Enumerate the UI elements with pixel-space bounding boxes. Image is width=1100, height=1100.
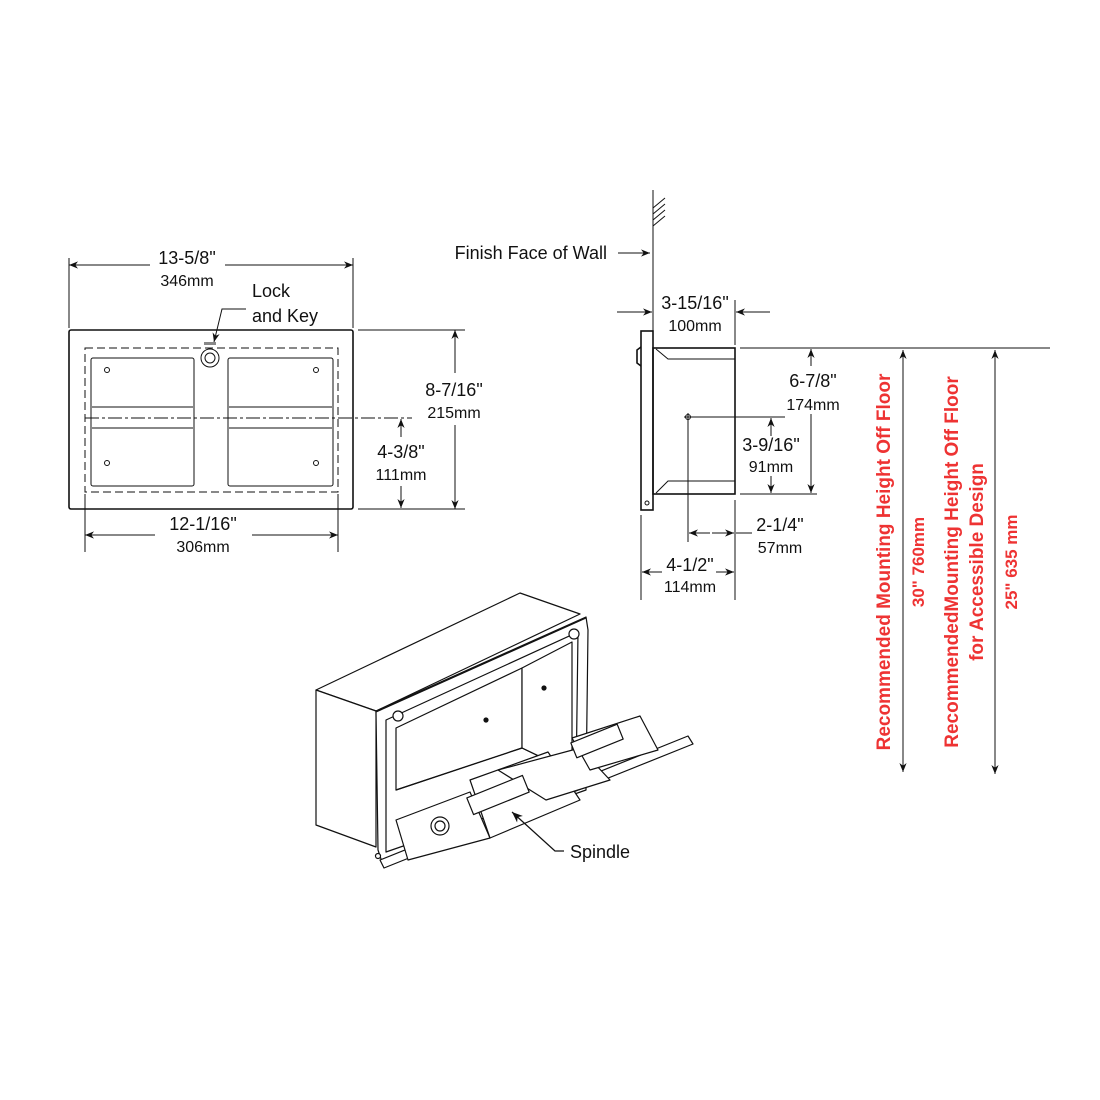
wall-label: Finish Face of Wall [455,243,607,263]
spindle-height-imperial: 3-9/16" [742,435,799,455]
isometric-view [315,592,694,869]
left-roll-door [90,357,195,487]
accessible-height-label: RecommendedMounting Height Off Floor [942,376,963,748]
width-metric: 346mm [160,273,213,290]
spindle-depth-metric: 57mm [758,540,802,557]
overall-depth-metric: 114mm [664,579,716,596]
depth-metric: 100mm [668,318,721,335]
spindle-height-metric: 91mm [749,459,793,476]
accessible-height-value: 25" 635 mm [1002,514,1021,609]
wall-hatch [652,197,666,227]
standard-height-value: 30" 760mm [909,517,928,607]
mounting-heights: Recommended Mounting Height Off Floor 30… [874,350,1021,774]
cabinet-side [652,347,736,495]
spindle-label: Spindle [570,842,630,862]
standard-height-label: Recommended Mounting Height Off Floor [874,373,895,750]
spindle-center-icon [684,413,692,421]
accessible-height-label-2: for Accessible Design [967,463,988,661]
right-roll-door [227,357,334,487]
depth-imperial: 3-15/16" [661,293,728,313]
height-imperial: 8-7/16" [425,380,482,400]
side-view: Finish Face of Wall 3-15/16" 100mm 6-7/8… [455,190,1050,600]
box-height-metric: 174mm [786,397,839,414]
spindle-depth-imperial: 2-1/4" [756,515,803,535]
rough-opening-outline [84,347,339,493]
width-imperial: 13-5/8" [158,248,215,268]
center-height-metric: 111mm [376,467,427,484]
center-height-imperial: 4-3/8" [377,442,424,462]
lock-label-2: and Key [252,306,318,326]
height-metric: 215mm [427,405,480,422]
dispenser-face [68,329,354,510]
lock-knob [636,346,642,367]
flange [640,330,654,511]
lock-icon [200,342,220,368]
opening-width-metric: 306mm [176,539,229,556]
lock-label: Lock [252,281,291,301]
front-view: Lock and Key 13-5/8" 346mm 8-7/16" 215mm… [68,248,483,556]
opening-width-imperial: 12-1/16" [169,514,236,534]
box-height-imperial: 6-7/8" [789,371,836,391]
screw-icon [104,367,319,466]
overall-depth-imperial: 4-1/2" [666,555,713,575]
